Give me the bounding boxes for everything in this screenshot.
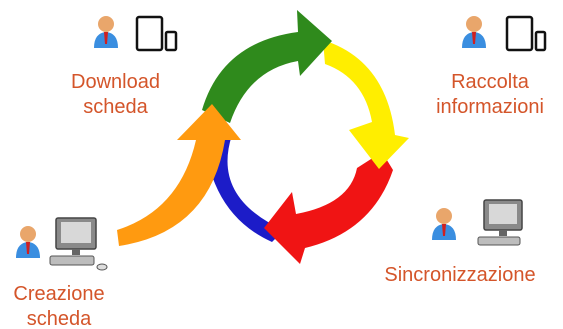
- step-label-sincronizzazione: Sincronizzazione: [384, 264, 536, 286]
- sincronizzazione-devices: [428, 198, 528, 255]
- user-icon: [462, 16, 486, 48]
- orange-arrow: [117, 104, 241, 246]
- yellow-arrow: [323, 40, 409, 169]
- phone-icon: [164, 30, 178, 52]
- tablet-icon: [135, 15, 164, 52]
- user-icon: [432, 208, 456, 240]
- step-label-download: Download scheda: [71, 71, 160, 118]
- desktop-computer-icon: [49, 217, 108, 271]
- step-label-creazione: Creazione scheda: [13, 283, 105, 329]
- user-icon: [16, 226, 40, 258]
- desktop-computer-icon: [477, 199, 523, 246]
- creazione-devices: [12, 215, 117, 280]
- green-arrow: [202, 10, 332, 123]
- user-icon: [94, 16, 118, 48]
- red-arrow: [264, 152, 393, 264]
- tablet-icon: [505, 15, 534, 52]
- step-label-raccolta: Raccolta informazioni: [436, 71, 544, 118]
- raccolta-devices: [454, 14, 549, 59]
- download-devices: [92, 14, 182, 59]
- phone-icon: [534, 30, 547, 52]
